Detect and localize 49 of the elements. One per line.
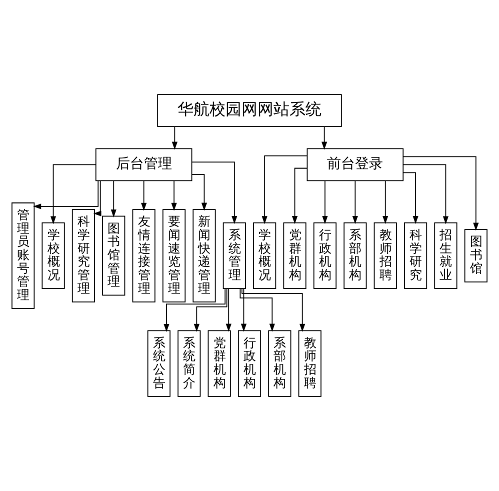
arrow bbox=[110, 180, 116, 218]
arrow bbox=[164, 288, 226, 332]
node-box: 图书馆 bbox=[464, 229, 488, 282]
arrow bbox=[93, 180, 102, 216]
node-box: 新闻快递管理 bbox=[192, 209, 216, 302]
node-box: 教师招聘 bbox=[374, 222, 397, 289]
arrow bbox=[171, 180, 177, 211]
arrow bbox=[402, 172, 418, 224]
node-box: 教师招聘 bbox=[298, 330, 322, 397]
node-box: 系统简介 bbox=[178, 330, 201, 397]
node-box: 行政机构 bbox=[238, 330, 262, 397]
arrow bbox=[262, 155, 308, 224]
arrow bbox=[402, 164, 449, 224]
node-box: 友情连接管理 bbox=[132, 209, 156, 302]
node-box: 管理员账号管理 bbox=[12, 202, 35, 309]
node-box: 系统公告 bbox=[147, 330, 170, 397]
arrow bbox=[50, 164, 96, 224]
arrow bbox=[226, 288, 232, 332]
node-box: 党群机构 bbox=[208, 330, 231, 397]
arrow bbox=[402, 156, 479, 231]
node-box: 学校概况 bbox=[42, 222, 65, 289]
node-box: 科学研究管理 bbox=[72, 209, 95, 302]
arrow bbox=[192, 174, 208, 211]
node-box: 系统管理 bbox=[222, 222, 246, 289]
arrow bbox=[240, 288, 275, 332]
arrow bbox=[33, 180, 99, 210]
arrow bbox=[192, 162, 238, 224]
arrow bbox=[141, 180, 147, 211]
arrow bbox=[172, 126, 178, 150]
node-box: 系部机构 bbox=[344, 222, 367, 289]
node-box: 系部机构 bbox=[268, 330, 292, 397]
arrow bbox=[322, 126, 328, 150]
arrow bbox=[194, 288, 228, 332]
arrow bbox=[322, 180, 328, 224]
node-box: 要闻速览管理 bbox=[162, 209, 186, 302]
arrow bbox=[382, 180, 388, 224]
node-box: 后台管理 bbox=[95, 148, 192, 182]
node-box: 行政机构 bbox=[313, 222, 337, 289]
node-box: 华航校园网网站系统 bbox=[157, 94, 342, 127]
node-box: 招生就业 bbox=[434, 222, 458, 289]
arrow bbox=[242, 288, 306, 332]
node-box: 图书馆管理 bbox=[102, 216, 126, 296]
arrow bbox=[352, 180, 358, 224]
node-box: 前台登录 bbox=[306, 148, 404, 182]
arrow bbox=[292, 168, 308, 224]
node-box: 科学研究 bbox=[404, 222, 428, 289]
arrow bbox=[240, 288, 247, 332]
node-box: 学校概况 bbox=[253, 222, 276, 289]
node-box: 党群机构 bbox=[283, 222, 306, 289]
